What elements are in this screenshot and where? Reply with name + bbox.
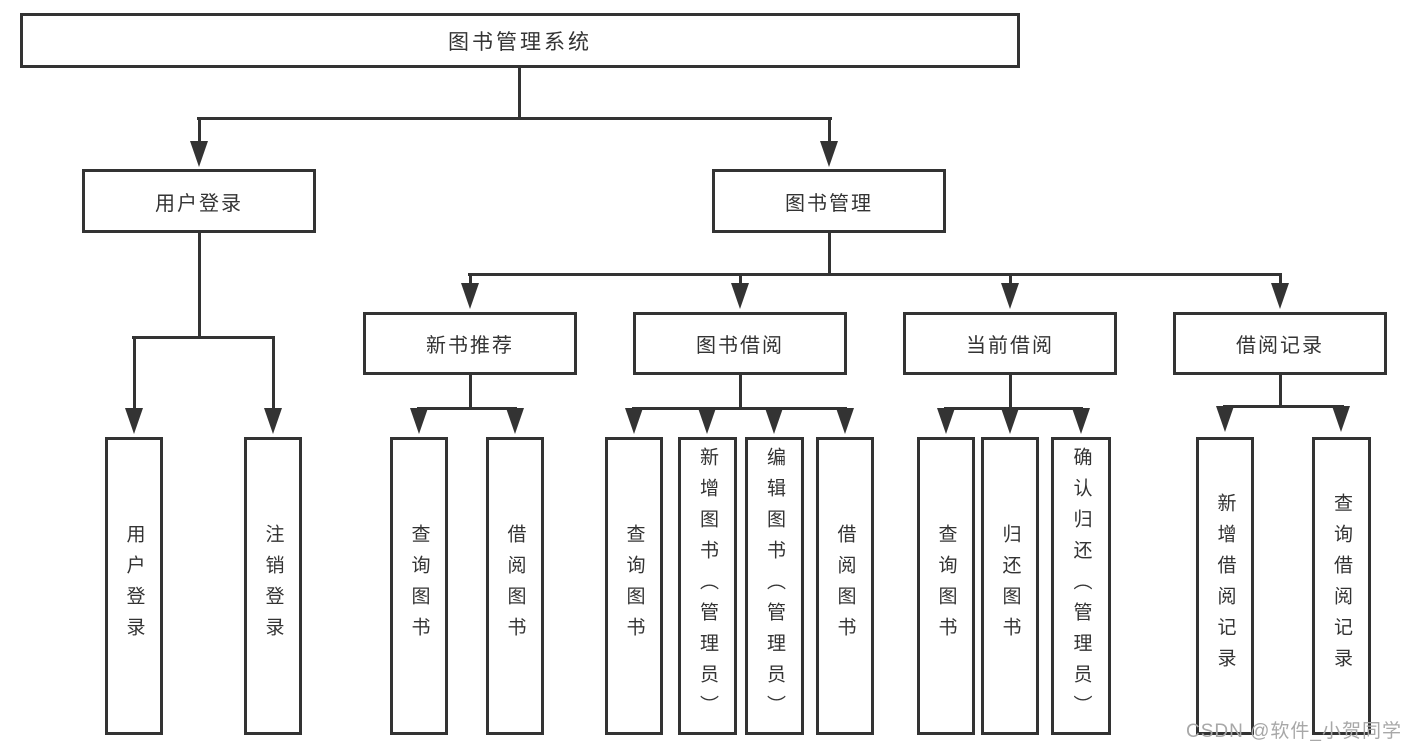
leaf-borrow-edit-book: 编辑图书（管理员） [745,437,804,735]
connector-userlogin-rail [132,336,275,339]
arrowhead [1332,406,1350,432]
leaf-borrow-query-book: 查询图书 [605,437,663,735]
csdn-watermark: CSDN @软件_小贺同学 [1186,721,1402,742]
leaf-logout-label: 注销登录 [262,524,284,648]
leaf-current-query-book: 查询图书 [917,437,975,735]
arrowhead [461,283,479,309]
node-borrow-record: 借阅记录 [1173,312,1387,375]
connector-newbook-rail [417,407,517,410]
arrowhead [731,283,749,309]
connector-userlogin-stem [198,233,201,338]
arrowhead [410,408,428,434]
connector-bookmgmt-drop-3 [1009,275,1012,287]
arrowhead [836,408,854,434]
connector-userlogin-drop-1 [133,338,136,410]
leaf-newbook-borrow-book: 借阅图书 [486,437,544,735]
leaf-borrow-edit-book-label: 编辑图书（管理员） [764,446,785,726]
connector-bookborrow-rail [632,407,847,410]
leaf-newbook-borrow-book-label: 借阅图书 [504,524,526,648]
node-book-borrow: 图书借阅 [633,312,847,375]
connector-bookborrow-stem [739,375,742,409]
node-current-borrow-label: 当前借阅 [966,335,1054,357]
arrowhead [1001,408,1019,434]
arrowhead [1072,408,1090,434]
leaf-borrow-query-book-label: 查询图书 [623,524,645,648]
leaf-borrow-add-book: 新增图书（管理员） [678,437,737,735]
leaf-record-add-record-label: 新增借阅记录 [1214,493,1236,679]
arrowhead [937,408,955,434]
connector-borrowrecord-stem [1279,375,1282,407]
connector-userlogin-drop-2 [272,338,275,410]
leaf-borrow-borrow-book: 借阅图书 [816,437,874,735]
arrowhead [506,408,524,434]
node-root-system: 图书管理系统 [20,13,1020,68]
leaf-current-return-book: 归还图书 [981,437,1039,735]
connector-newbook-stem [469,375,472,409]
leaf-newbook-query-book-label: 查询图书 [408,524,430,648]
connector-borrowrecord-rail [1223,405,1344,408]
connector-bookmgmt-rail [468,273,1282,276]
connector-root-stem [518,68,521,120]
leaf-logout: 注销登录 [244,437,302,735]
leaf-user-login-label: 用户登录 [123,524,145,648]
node-user-login: 用户登录 [82,169,316,233]
leaf-record-query-record-label: 查询借阅记录 [1331,493,1352,679]
node-book-management-label: 图书管理 [785,192,873,215]
node-new-book-recommend-label: 新书推荐 [426,335,514,357]
arrowhead [1001,283,1019,309]
node-root-label: 图书管理系统 [448,30,592,54]
leaf-current-query-book-label: 查询图书 [935,524,957,648]
arrowhead [125,408,143,434]
connector-root-drop-left [198,119,201,145]
node-borrow-record-label: 借阅记录 [1236,335,1324,357]
connector-root-rail [197,117,832,120]
leaf-newbook-query-book: 查询图书 [390,437,448,735]
leaf-borrow-borrow-book-label: 借阅图书 [834,524,856,648]
arrowhead [625,408,643,434]
arrowhead [765,408,783,434]
arrowhead [1216,406,1234,432]
connector-bookmgmt-stem [828,233,831,275]
node-book-management: 图书管理 [712,169,946,233]
leaf-record-query-record: 查询借阅记录 [1312,437,1371,735]
connector-currentborrow-stem [1009,375,1012,409]
leaf-borrow-add-book-label: 新增图书（管理员） [697,446,718,726]
node-user-login-label: 用户登录 [155,192,243,215]
leaf-current-confirm-return-label: 确认归还（管理员） [1070,446,1092,726]
leaf-user-login: 用户登录 [105,437,163,735]
connector-bookmgmt-drop-2 [739,275,742,287]
connector-bookmgmt-drop-4 [1279,275,1282,287]
connector-root-drop-right [828,119,831,145]
arrowhead [264,408,282,434]
node-book-borrow-label: 图书借阅 [696,335,784,357]
leaf-current-confirm-return: 确认归还（管理员） [1051,437,1111,735]
arrowhead [190,141,208,167]
arrowhead [1271,283,1289,309]
arrowhead [820,141,838,167]
connector-bookmgmt-drop-1 [469,275,472,287]
arrowhead [698,408,716,434]
node-current-borrow: 当前借阅 [903,312,1117,375]
leaf-record-add-record: 新增借阅记录 [1196,437,1254,735]
node-new-book-recommend: 新书推荐 [363,312,577,375]
leaf-current-return-book-label: 归还图书 [999,524,1021,648]
